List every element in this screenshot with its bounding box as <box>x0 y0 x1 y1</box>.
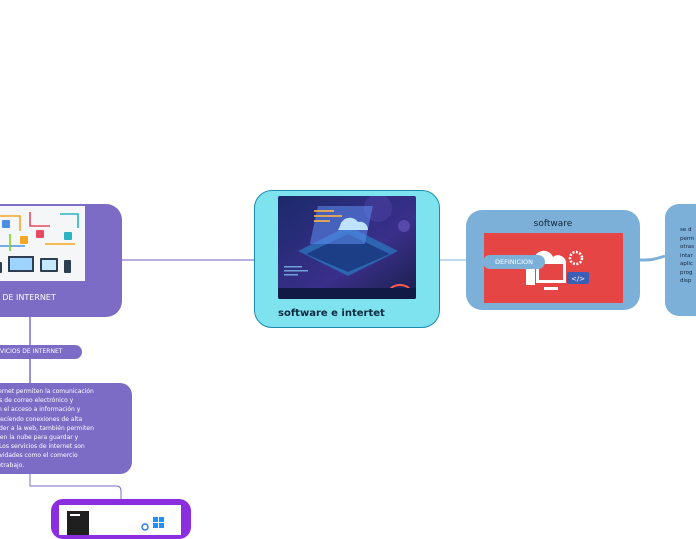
connector-lines <box>29 254 666 499</box>
central-topic-image <box>278 196 416 299</box>
software-title: software <box>533 219 573 229</box>
link-software-right <box>639 254 666 262</box>
definicion-pill[interactable]: DEFINICION <box>483 255 545 269</box>
definition-node[interactable] <box>665 204 696 316</box>
definition-text: se d perm otras intar aplic prog disp <box>680 227 695 284</box>
services-description-node[interactable] <box>0 383 132 474</box>
bottom-node-image <box>59 505 181 535</box>
services-description-text: nternet permiten la comunicación vés de … <box>0 388 94 469</box>
services-subtopic-pill[interactable]: VICIOS DE INTERNET <box>0 345 82 359</box>
svg-text:</>: </> <box>571 275 585 283</box>
services-image <box>0 206 85 281</box>
link-desc-bottom <box>29 474 122 499</box>
central-topic-title: software e intertet <box>278 308 385 319</box>
services-title: ICIOS DE INTERNET <box>0 293 56 302</box>
